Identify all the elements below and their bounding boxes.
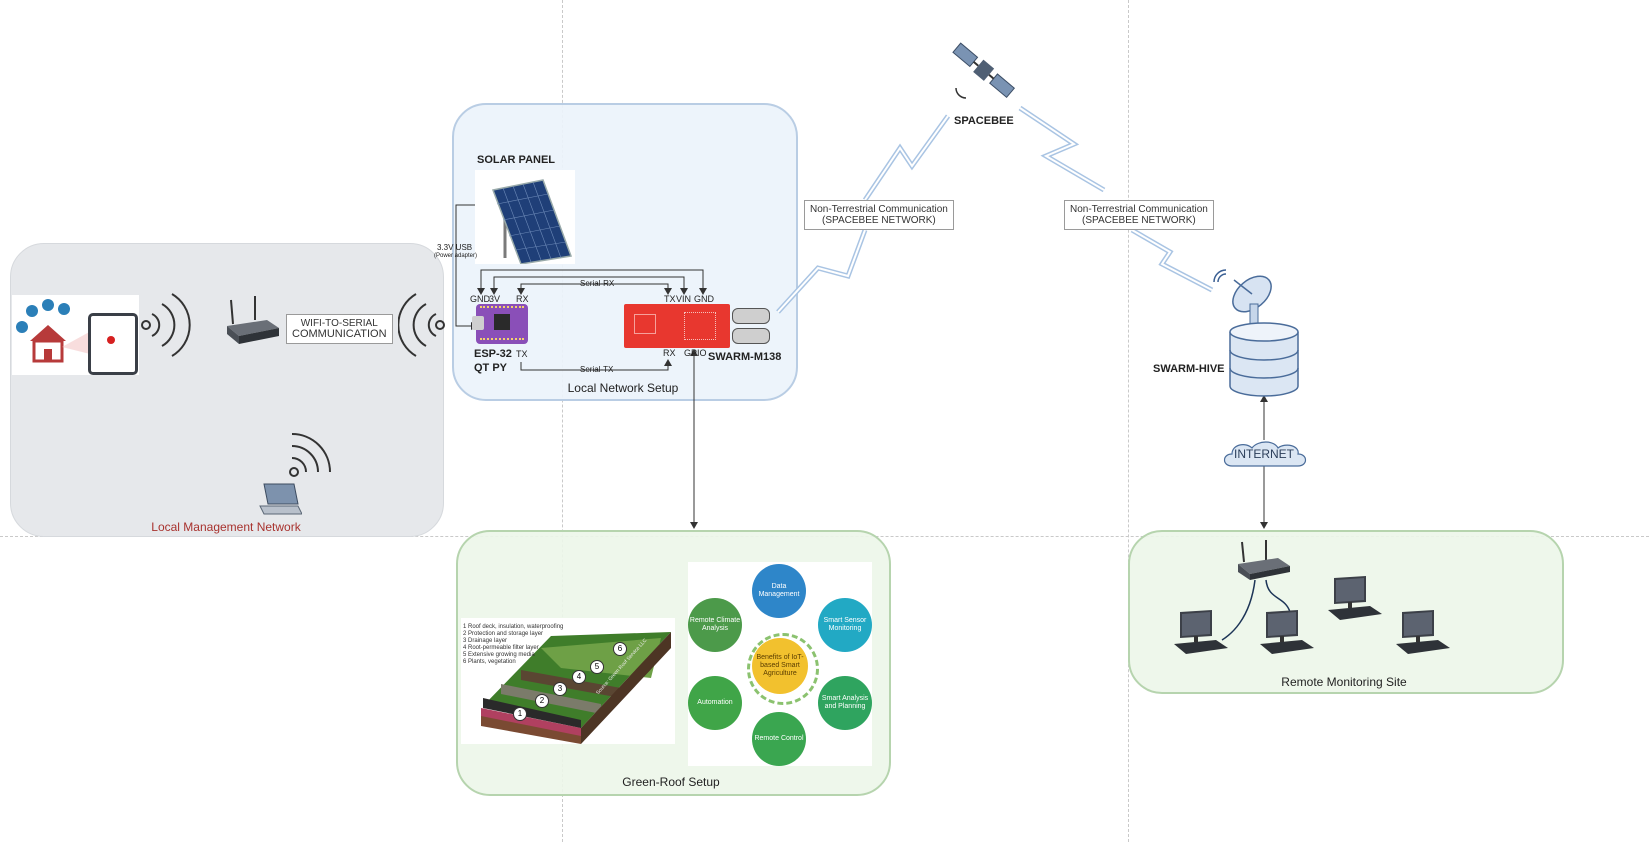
solar-panel-icon bbox=[491, 179, 573, 265]
esp-pin-gnd: GND bbox=[470, 294, 490, 304]
computer-icon bbox=[1328, 576, 1382, 620]
swarm-m138-label: SWARM-M138 bbox=[708, 351, 782, 363]
lightning-links bbox=[776, 105, 1214, 314]
satellite-dish-icon bbox=[1213, 269, 1272, 325]
wifi-to-serial-note: WIFI-TO-SERIAL COMMUNICATION bbox=[286, 314, 393, 344]
roof-layer-item: 1 Roof deck, insulation, waterproofing bbox=[463, 624, 564, 630]
guide-line bbox=[1128, 0, 1129, 842]
swarm-pin-vin: VIN bbox=[676, 294, 692, 304]
tablet-icon bbox=[88, 313, 138, 375]
computer-icon bbox=[1260, 610, 1314, 654]
roof-layer-number: 1 bbox=[513, 707, 527, 721]
usb-label: 3.3V USB bbox=[437, 243, 473, 252]
non-terrestrial-note-right: Non-Terrestrial Communication (SPACEBEE … bbox=[1064, 200, 1214, 230]
iot-benefit-item: Remote Control bbox=[752, 712, 806, 766]
roof-layer-number: 6 bbox=[613, 642, 627, 656]
computer-icon bbox=[1396, 610, 1450, 654]
note-line: (SPACEBEE NETWORK) bbox=[1082, 215, 1196, 226]
swarm-hive-label: SWARM-HIVE bbox=[1153, 363, 1225, 375]
roof-layer-number: 3 bbox=[553, 682, 567, 696]
green-roof-title: Green-Roof Setup bbox=[622, 775, 720, 789]
note-line: COMMUNICATION bbox=[292, 328, 387, 340]
solar-panel-image bbox=[475, 170, 575, 265]
spacebee-label: SPACEBEE bbox=[954, 115, 1014, 127]
wifi-signal-icon bbox=[398, 293, 445, 357]
serial-tx-label: Serial-TX bbox=[580, 365, 614, 374]
iot-benefit-item: Smart Sensor Monitoring bbox=[818, 598, 872, 652]
iot-benefits-image: Benefits of IoT-based Smart Agriculture … bbox=[688, 562, 872, 766]
iot-benefit-item: Data Management bbox=[752, 564, 806, 618]
roof-layer-number: 2 bbox=[535, 694, 549, 708]
satellite-icon bbox=[952, 42, 1016, 99]
esp-pin-tx: TX bbox=[516, 349, 528, 359]
local-management-panel bbox=[10, 243, 444, 537]
swarm-pin-gpio: GPIO bbox=[684, 348, 707, 358]
internet-label: INTERNET bbox=[1234, 447, 1294, 461]
roof-layer-item: 2 Protection and storage layer bbox=[463, 631, 544, 637]
roof-layer-number: 4 bbox=[572, 670, 586, 684]
roof-layer-item: 5 Extensive growing media bbox=[463, 652, 535, 658]
esp32-board bbox=[472, 304, 528, 344]
iot-benefit-item: Remote Climate Analysis bbox=[688, 598, 742, 652]
note-line: (SPACEBEE NETWORK) bbox=[822, 215, 936, 226]
roof-layers-illustration bbox=[481, 632, 671, 744]
guide-line bbox=[562, 0, 563, 842]
esp-pin-rx: RX bbox=[516, 294, 529, 304]
esp32-sublabel: QT PY bbox=[474, 362, 508, 374]
wifi-signal-icon bbox=[289, 433, 331, 477]
iot-benefit-item: Smart Analysis and Planning bbox=[818, 676, 872, 730]
roof-layer-item: 4 Root-permeable filter layer bbox=[463, 645, 539, 651]
iot-center-ring bbox=[747, 633, 819, 705]
swarm-pin-rx: RX bbox=[663, 348, 676, 358]
iot-benefit-item: Automation bbox=[688, 676, 742, 730]
cloud-icon bbox=[1223, 441, 1307, 467]
laptop-icon bbox=[259, 483, 302, 515]
usb-sublabel: (Power adapter) bbox=[434, 253, 478, 259]
wifi-signal-icon bbox=[141, 293, 191, 357]
roof-layer-number: 5 bbox=[590, 660, 604, 674]
roof-layer-item: 3 Drainage layer bbox=[463, 638, 508, 644]
note-line: Non-Terrestrial Communication bbox=[1070, 204, 1208, 215]
swarm-pin-tx: TX bbox=[664, 294, 676, 304]
roof-layer-item: 6 Plants, vegetation bbox=[463, 659, 516, 665]
router-icon bbox=[227, 296, 279, 344]
non-terrestrial-note-left: Non-Terrestrial Communication (SPACEBEE … bbox=[804, 200, 954, 230]
local-management-title: Local Management Network bbox=[151, 520, 301, 534]
swarm-pin-gnd: GND bbox=[694, 294, 714, 304]
antenna-connector bbox=[732, 328, 770, 344]
green-roof-layers-image: 1 Roof deck, insulation, waterproofing 2… bbox=[461, 618, 675, 744]
serial-rx-label: Serial-RX bbox=[580, 279, 615, 288]
remote-site-title: Remote Monitoring Site bbox=[1281, 675, 1407, 689]
iot-center-circle: Benefits of IoT-based Smart Agriculture bbox=[752, 638, 808, 694]
esp32-label: ESP-32 bbox=[474, 348, 512, 360]
router-icon bbox=[1238, 540, 1290, 580]
antenna-connector bbox=[732, 308, 770, 324]
swarm-m138-board bbox=[624, 304, 730, 348]
esp-pin-3v: 3V bbox=[489, 294, 501, 304]
solar-panel-label: SOLAR PANEL bbox=[477, 154, 556, 166]
database-icon bbox=[1229, 322, 1299, 397]
computer-icon bbox=[1174, 610, 1228, 654]
note-line: Non-Terrestrial Communication bbox=[810, 204, 948, 215]
note-line: WIFI-TO-SERIAL bbox=[300, 318, 378, 329]
local-network-title: Local Network Setup bbox=[567, 381, 679, 395]
